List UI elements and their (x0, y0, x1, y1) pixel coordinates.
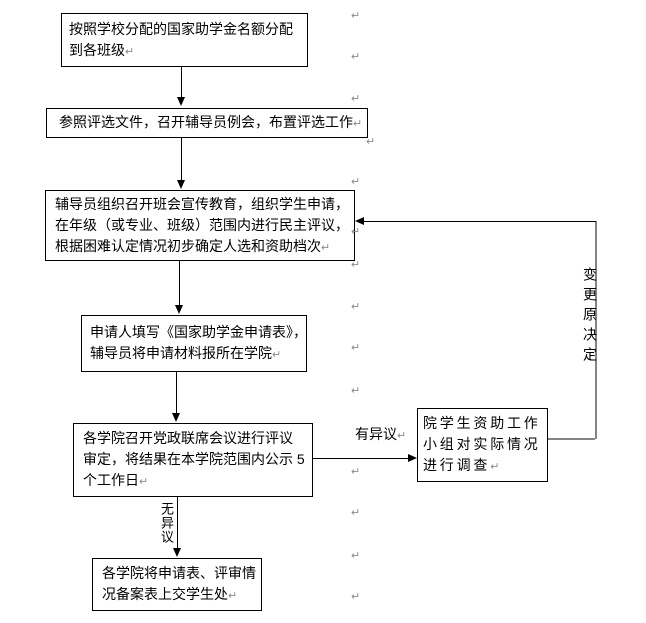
arrow-3-stem (179, 261, 180, 306)
paragraph-mark: ↵ (351, 550, 361, 562)
arrow-2-stem (181, 138, 182, 181)
paragraph-mark: ↵ (351, 176, 361, 188)
paragraph-mark: ↵ (351, 226, 361, 238)
step-text: 各学院将申请表、评审情 况备案表上交学生处 (102, 565, 256, 602)
flow-step-submit-records[interactable]: 各学院将申请表、评审情 况备案表上交学生处↵ (92, 558, 262, 611)
paragraph-mark: ↵ (351, 466, 361, 478)
paragraph-mark: ↵ (351, 342, 361, 354)
flow-step-allocate-quota[interactable]: 按照学校分配的国家助学金名额分配 到各班级↵ (61, 13, 308, 67)
step-text: 各学院召开党政联席会议进行评议 审定，将结果在本学院范围内公示 5 个工作日 (83, 430, 305, 488)
paragraph-mark: ↵ (139, 476, 149, 488)
flow-step-fill-application[interactable]: 申请人填写《国家助学金申请表》， 辅导员将申请材料报所在学院↵ (81, 315, 307, 372)
paragraph-mark: ↵ (366, 136, 376, 148)
paragraph-mark: ↵ (351, 591, 361, 603)
paragraph-mark: ↵ (272, 349, 282, 361)
paragraph-mark: ↵ (351, 507, 361, 519)
paragraph-mark: ↵ (351, 385, 361, 397)
arrow-5-head (173, 548, 181, 557)
step-text: 申请人填写《国家助学金申请表》， 辅导员将申请材料报所在学院 (90, 324, 307, 361)
flow-step-college-review[interactable]: 各学院召开党政联席会议进行评议 审定，将结果在本学院范围内公示 5 个工作日↵ (73, 423, 313, 497)
arrow-3-head (175, 305, 183, 314)
paragraph-mark: ↵ (353, 118, 363, 130)
flow-step-class-meeting[interactable]: 辅导员组织召开班会宣传教育，组织学生申请， 在年级（或专业、班级）范围内进行民主… (45, 190, 355, 261)
paragraph-mark: ↵ (490, 461, 500, 473)
arrow-4-head (172, 413, 180, 422)
paragraph-mark: ↵ (351, 301, 361, 313)
feedback-bottom-segment (548, 438, 595, 440)
label-objection: 有异议↵ (355, 426, 406, 444)
arrow-objection-stem (313, 458, 409, 459)
label-no-objection: 无异议 (159, 502, 174, 544)
arrow-objection-head (408, 454, 417, 462)
paragraph-mark: ↵ (397, 430, 407, 442)
arrow-2-head (177, 180, 185, 189)
flow-step-counselor-meeting[interactable]: 参照评选文件，召开辅导员例会，布置评选工作↵ (46, 108, 368, 138)
paragraph-mark: ↵ (228, 590, 238, 602)
arrow-5-stem-no-objection (177, 497, 178, 549)
step-text: 院学生资助工作 小组对实际情况 进行调查 (423, 415, 541, 473)
step-text: 辅导员组织召开班会宣传教育，组织学生申请， 在年级（或专业、班级）范围内进行民主… (55, 196, 349, 254)
step-text: 按照学校分配的国家助学金名额分配 到各班级 (69, 21, 293, 58)
label-objection-text: 有异议 (355, 426, 397, 442)
label-change-decision: 变更原决定 (582, 267, 598, 367)
arrow-1-stem (181, 67, 182, 98)
paragraph-mark: ↵ (351, 10, 361, 22)
feedback-arrow-head (355, 217, 364, 225)
paragraph-mark: ↵ (125, 46, 135, 58)
paragraph-mark: ↵ (351, 259, 361, 271)
paragraph-mark: ↵ (351, 93, 361, 105)
arrow-1-head (177, 97, 185, 106)
flow-step-investigate[interactable]: 院学生资助工作 小组对实际情况 进行调查↵ (417, 408, 548, 482)
feedback-vertical-segment (595, 221, 597, 439)
paragraph-mark: ↵ (351, 51, 361, 63)
feedback-top-segment (364, 221, 596, 222)
paragraph-mark: ↵ (321, 242, 331, 254)
step-text: 参照评选文件，召开辅导员例会，布置评选工作 (59, 114, 353, 130)
arrow-4-stem (176, 372, 177, 414)
